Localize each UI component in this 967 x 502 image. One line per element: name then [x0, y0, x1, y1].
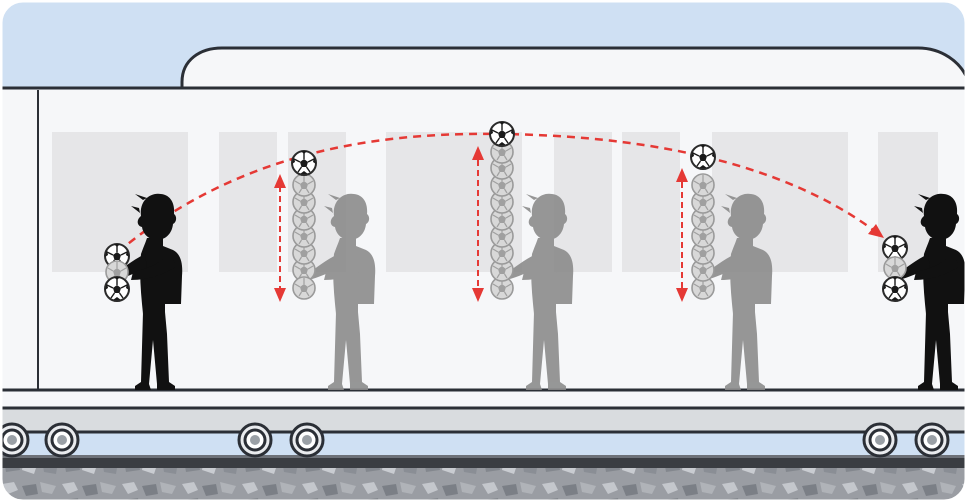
soccer-ball-icon — [882, 276, 908, 302]
train-underbody — [1, 406, 966, 434]
gravel-bed — [1, 468, 966, 501]
rail — [1, 458, 966, 468]
soccer-ball-icon — [104, 276, 130, 302]
train-floor — [1, 388, 966, 410]
train-roof — [180, 46, 966, 92]
soccer-ball-icon — [883, 256, 907, 280]
